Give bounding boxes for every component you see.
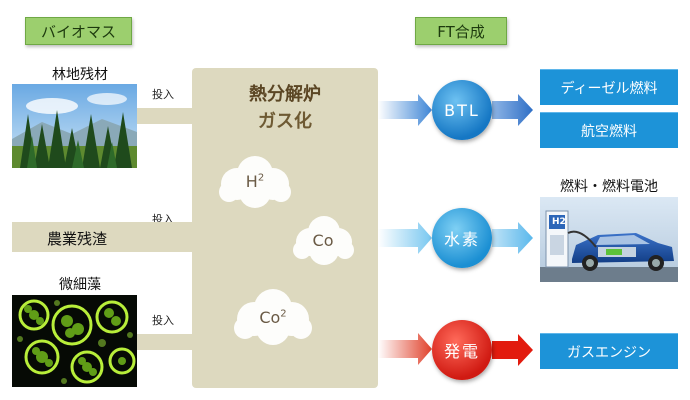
- co-base: Co: [312, 231, 334, 250]
- h2-cloud: [219, 156, 291, 208]
- reactor-subtitle: ガス化: [258, 111, 312, 132]
- h2-sup: 2: [257, 172, 265, 184]
- btl-node: BTL: [432, 80, 492, 140]
- co2-base: Co: [259, 308, 281, 327]
- reactor-title: 熱分解炉: [249, 84, 321, 105]
- h2-sign: H2: [552, 217, 566, 227]
- input-band-2: [12, 222, 192, 252]
- gas-engine-box: ガスエンジン: [540, 333, 678, 369]
- input-band-3: [137, 334, 192, 350]
- fuelcell-title: 燃料・燃料電池: [560, 179, 658, 195]
- input-label-3: 投入: [152, 314, 174, 327]
- arrow-hydrogen-to-fuelcell: [492, 222, 533, 254]
- arrow-to-btl: [378, 94, 432, 126]
- arrow-to-hydrogen: [378, 222, 432, 254]
- arrow-btl-to-fuel: [492, 94, 533, 126]
- input-label-1: 投入: [152, 88, 174, 101]
- diesel-fuel-box: ディーゼル燃料: [540, 69, 678, 105]
- hydrogen-node: 水素: [432, 208, 492, 268]
- biomass-header: バイオマス: [25, 17, 132, 45]
- arrow-power-to-engine: [492, 334, 533, 366]
- ft-synthesis-header: FT合成: [415, 17, 507, 45]
- microalgae-label: 微細藻: [59, 277, 101, 293]
- co2-cloud: [234, 289, 312, 345]
- co-gas: Co: [300, 231, 346, 250]
- arrow-to-power: [378, 333, 432, 365]
- co2-sup: 2: [280, 308, 287, 320]
- power-node: 発電: [432, 320, 492, 380]
- forest-image: [12, 84, 137, 168]
- h2-base: H: [245, 172, 258, 191]
- forest-residue-label: 林地残材: [52, 67, 108, 83]
- agricultural-residue-label: 農業残渣: [46, 230, 107, 248]
- jet-fuel-box: 航空燃料: [540, 112, 678, 148]
- microalgae-image: [12, 295, 137, 387]
- h2-gas: H2: [231, 172, 279, 191]
- co2-gas: Co2: [248, 308, 298, 327]
- input-band-1: [137, 108, 192, 124]
- co-cloud: [293, 216, 354, 265]
- fuelcell-car-image: H2: [540, 197, 678, 282]
